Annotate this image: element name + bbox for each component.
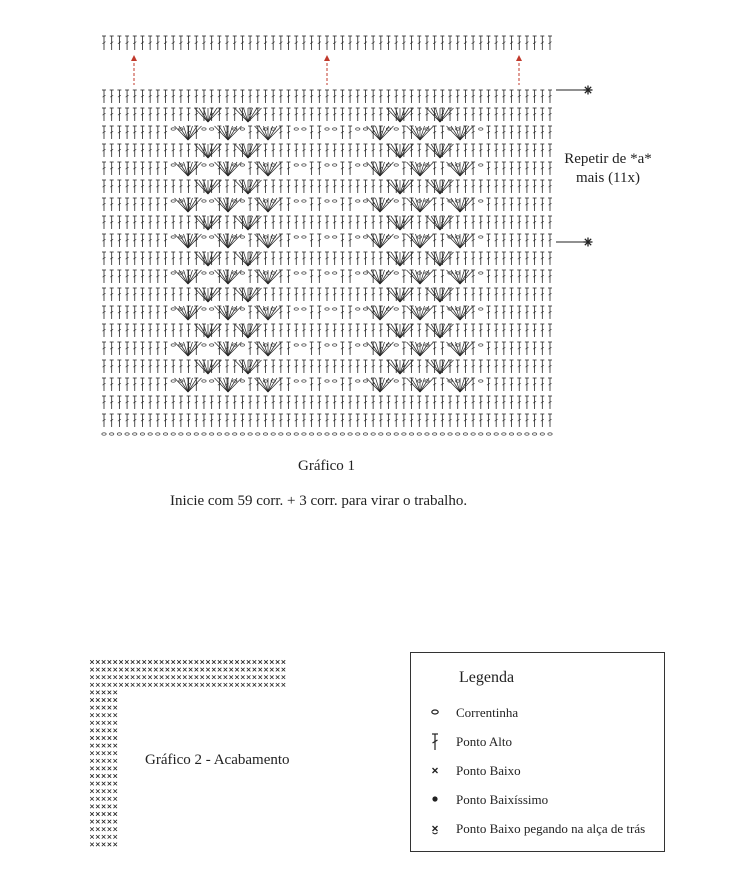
chart-2-row [90, 713, 117, 717]
chart-2-row [90, 744, 117, 748]
repeat-arrow [516, 55, 522, 85]
chart-2-row [90, 706, 117, 710]
legend-title: Legenda [459, 669, 514, 687]
chart-2-row [90, 691, 117, 695]
chart-1-row [102, 378, 552, 391]
chart-2-row [90, 736, 117, 740]
repeat-arrow [324, 55, 330, 85]
chain-stitch-icon [425, 703, 445, 723]
chart-1-row [102, 288, 552, 301]
chart-2-row [90, 767, 117, 771]
chart-1-row [102, 216, 552, 229]
crochet-chart-1 [0, 0, 730, 450]
legend-item-slip-stitch: Ponto Baixíssimo [411, 790, 661, 810]
chart-1-instruction: Inicie com 59 corr. + 3 corr. para virar… [170, 493, 467, 510]
double-crochet-icon [425, 732, 445, 752]
repeat-note-line-1: Repetir de *a* [548, 150, 668, 169]
chart-2-row [90, 820, 117, 824]
chart-2-row [90, 835, 117, 839]
chart-1-row [102, 324, 552, 337]
chart-1-row [102, 270, 552, 283]
chart-2-caption: Gráfico 2 - Acabamento [145, 752, 290, 769]
back-loop-single-crochet-icon [425, 819, 445, 839]
chart-2-row [90, 721, 117, 725]
chart-2-row [90, 675, 285, 679]
chart-2-row [90, 843, 117, 847]
chart-1-row [102, 252, 552, 265]
chart-1-row [102, 414, 552, 427]
chart-2-row [90, 729, 117, 733]
chart-1-row [102, 180, 552, 193]
chart-1-row [102, 360, 552, 373]
legend-item-single-crochet: Ponto Baixo [411, 761, 661, 781]
chart-1-row [102, 306, 552, 319]
chart-1-foundation-chain [102, 433, 552, 435]
crochet-chart-2 [80, 650, 300, 850]
chart-1-top-row [102, 36, 552, 50]
chart-2-row [90, 751, 117, 755]
chart-2-row [90, 789, 117, 793]
legend-label-slip-stitch: Ponto Baixíssimo [456, 792, 548, 808]
chart-2-row [90, 774, 117, 778]
repeat-arrow [131, 55, 137, 85]
chart-2-row [90, 660, 285, 664]
chart-2-row [90, 812, 117, 816]
chart-1-row [102, 342, 552, 355]
legend-item-chain: Correntinha [411, 703, 661, 723]
legend-label-single-crochet: Ponto Baixo [456, 763, 521, 779]
chart-1-row [102, 144, 552, 157]
legend-item-back-loop-sc: Ponto Baixo pegando na alça de trás [411, 819, 661, 839]
chart-1-row [102, 126, 552, 139]
single-crochet-icon [425, 761, 445, 781]
chart-2-row [90, 805, 117, 809]
chart-1-row [102, 108, 552, 121]
chart-2-row [90, 683, 285, 687]
repeat-marker-star [556, 238, 593, 247]
slip-stitch-icon [425, 790, 445, 810]
chart-2-row [90, 759, 117, 763]
chart-1-row [102, 234, 552, 247]
chart-2-row [90, 698, 117, 702]
chart-2-row [90, 797, 117, 801]
chart-1-caption: Gráfico 1 [298, 458, 355, 475]
chart-1-row [102, 90, 552, 103]
repeat-marker-star [556, 86, 593, 95]
legend-item-double-crochet: Ponto Alto [411, 732, 661, 752]
repeat-note: Repetir de *a* mais (11x) [548, 150, 668, 188]
legend-label-double-crochet: Ponto Alto [456, 734, 512, 750]
chart-1-row [102, 162, 552, 175]
chart-2-row [90, 668, 285, 672]
legend-label-chain: Correntinha [456, 705, 518, 721]
chart-2-row [90, 782, 117, 786]
chart-1-row [102, 198, 552, 211]
chart-2-row [90, 827, 117, 831]
chart-1-row [102, 396, 552, 409]
legend-label-back-loop-sc: Ponto Baixo pegando na alça de trás [456, 821, 645, 837]
legend-box: Legenda Correntinha Ponto Alto Ponto Bai… [410, 652, 665, 852]
repeat-note-line-2: mais (11x) [548, 169, 668, 188]
